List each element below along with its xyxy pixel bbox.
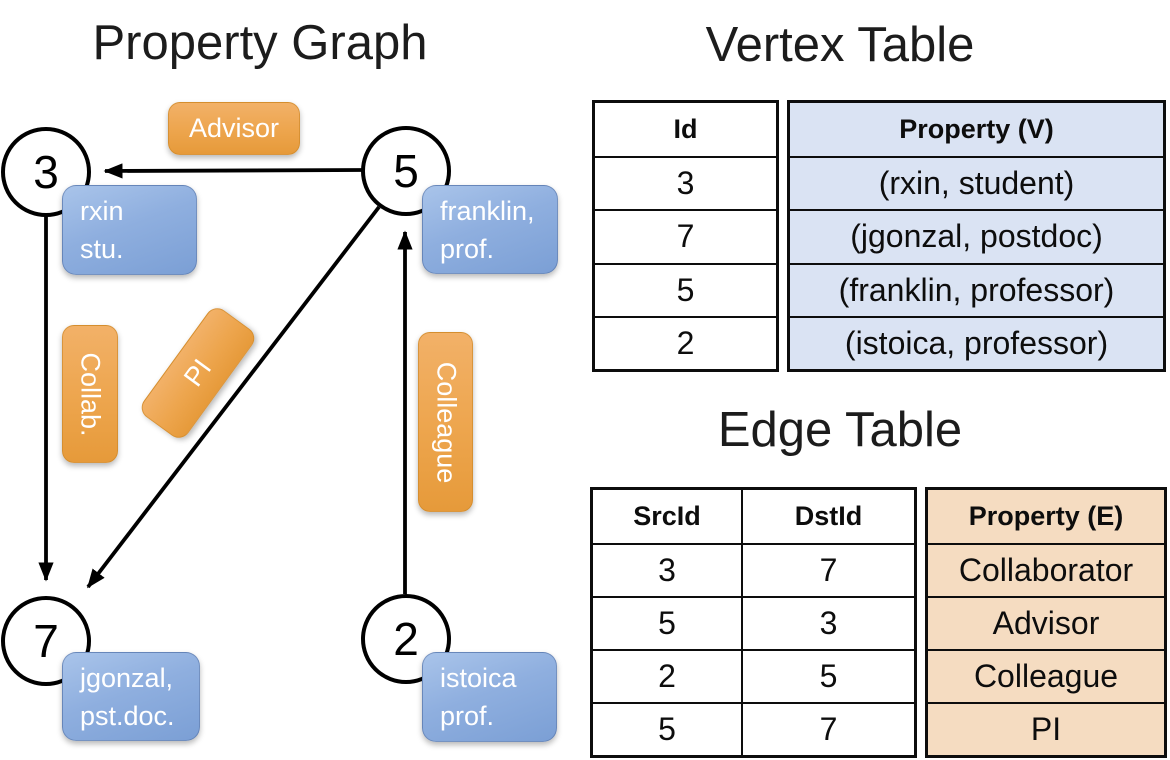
- vertex-table-property-cell: (istoica, professor): [790, 315, 1163, 369]
- vertex-table-property-cell: (franklin, professor): [790, 262, 1163, 316]
- edge-table-property-cell: PI: [928, 702, 1164, 755]
- edge-table-src-cell: 3: [593, 543, 743, 596]
- vertex-label-istoica-text: istoica prof.: [440, 663, 517, 731]
- vertex-table-id-cell: 7: [595, 209, 776, 262]
- vertex-label-franklin: franklin, prof.: [422, 185, 558, 274]
- property-graph-title: Property Graph: [92, 16, 428, 70]
- node-2-id: 2: [393, 613, 419, 665]
- vertex-label-franklin-text: franklin, prof.: [440, 195, 535, 264]
- graph-node-3: 3: [1, 127, 91, 217]
- edge-table-dst-cell: 3: [743, 596, 914, 649]
- edge-label-colleague: Colleague: [418, 332, 473, 512]
- vertex-table-property-cell: (jgonzal, postdoc): [790, 209, 1163, 263]
- vertex-table-header-property: Property (V): [790, 103, 1163, 157]
- edge-table-dst-cell: 5: [743, 649, 914, 702]
- vertex-label-rxin: rxin stu.: [62, 185, 197, 275]
- edge-table-dst-cell: 7: [743, 543, 914, 596]
- vertex-table-title: Vertex Table: [705, 18, 975, 72]
- vertex-table-id-cell: 3: [595, 156, 776, 209]
- edge-table-src-cell: 5: [593, 702, 743, 755]
- edge-table-property-cell: Collaborator: [928, 543, 1164, 596]
- edge-label-advisor: Advisor: [168, 102, 300, 155]
- vertex-label-jgonzal: jgonzal, pst.doc.: [62, 652, 200, 741]
- edge-table-src-cell: 5: [593, 596, 743, 649]
- edge-table-header-dstid: DstId: [794, 501, 863, 531]
- edge-table-property-column: Property (E) Collaborator Advisor Collea…: [925, 487, 1167, 758]
- edge-table-title: Edge Table: [717, 403, 963, 457]
- edge-label-pi: PI: [136, 303, 260, 443]
- node-5-id: 5: [393, 145, 419, 197]
- node-3-id: 3: [33, 146, 59, 198]
- edge-table-header-property: Property (E): [928, 490, 1164, 543]
- vertex-label-istoica: istoica prof.: [422, 652, 557, 742]
- node-7-id: 7: [33, 615, 59, 667]
- edge-5-to-3: [103, 163, 363, 179]
- edge-label-colleague-text: Colleague: [431, 361, 461, 483]
- graph-node-5: 5: [361, 126, 451, 216]
- edge-table-property-cell: Colleague: [928, 649, 1164, 702]
- edge-table-id-columns: SrcId DstId 3 7 5 3 2 5 5 7: [590, 487, 917, 758]
- vertex-label-rxin-text: rxin stu.: [80, 196, 124, 264]
- vertex-table-id-cell: 2: [595, 315, 776, 369]
- vertex-label-jgonzal-text: jgonzal, pst.doc.: [80, 662, 175, 731]
- edge-label-pi-text: PI: [177, 353, 218, 392]
- edge-table-dst-cell: 7: [743, 702, 914, 755]
- edge-table-header-srcid: SrcId: [593, 490, 743, 543]
- edge-label-advisor-text: Advisor: [188, 113, 280, 143]
- vertex-table-id-cell: 5: [595, 262, 776, 316]
- vertex-table-property-cell: (rxin, student): [790, 156, 1163, 210]
- edge-table-property-cell: Advisor: [928, 596, 1164, 649]
- edge-table-src-cell: 2: [593, 649, 743, 702]
- edge-label-collab-text: Collab.: [75, 351, 106, 437]
- vertex-table-property-column: Property (V) (rxin, student) (jgonzal, p…: [787, 100, 1166, 372]
- vertex-table-header-id: Id: [673, 114, 698, 145]
- edge-label-collab: Collab.: [62, 325, 118, 463]
- vertex-table-id-column: Id 3 7 5 2: [592, 100, 779, 372]
